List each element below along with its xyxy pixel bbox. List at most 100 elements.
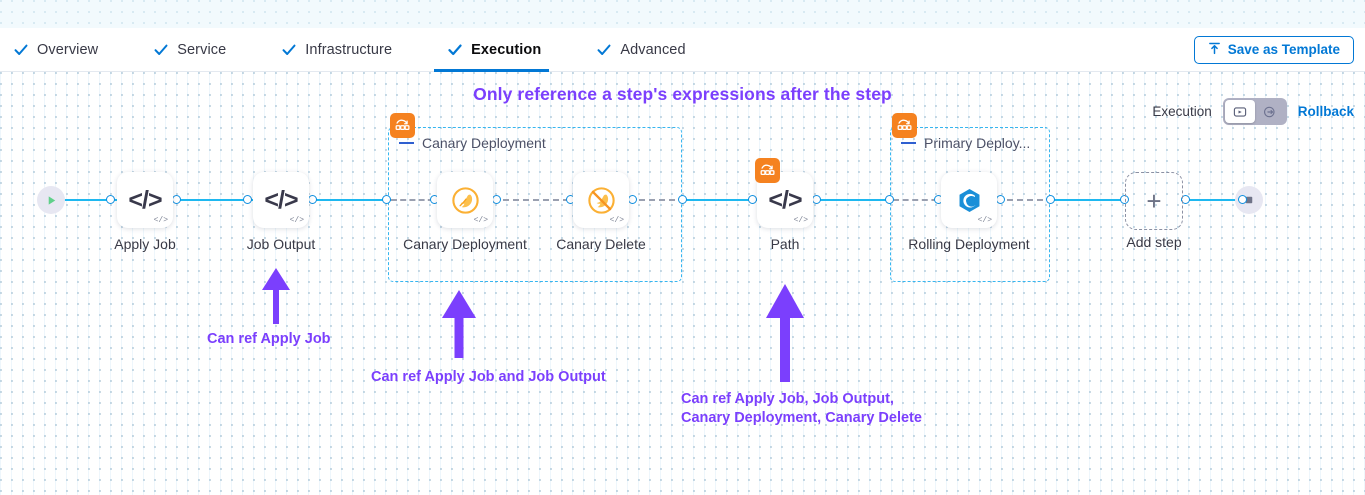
tab-label: Infrastructure	[305, 42, 393, 58]
tab-infrastructure[interactable]: Infrastructure	[282, 28, 412, 72]
group-title-primary: Primary Deploy...	[901, 135, 1030, 151]
connector-dot[interactable]	[996, 195, 1005, 204]
edge-rolling-in	[893, 199, 947, 201]
edge-canarygroup-path	[681, 199, 761, 201]
group-label: Primary Deploy...	[924, 135, 1031, 151]
tab-bar: Overview Service Infrastructure Executio…	[0, 28, 1365, 72]
node-label: Rolling Deployment	[908, 236, 1030, 252]
edge-canary-in	[391, 199, 443, 201]
node-card[interactable]: </> </>	[253, 172, 309, 228]
group-label: Canary Deployment	[422, 135, 546, 151]
check-icon	[14, 43, 28, 57]
tab-list: Overview Service Infrastructure Executio…	[14, 28, 742, 72]
pipeline-canvas[interactable]: Only reference a step's expressions afte…	[0, 72, 1365, 495]
node-path[interactable]: </> </> Path	[755, 158, 813, 252]
node-canary-deployment[interactable]: </> Canary Deployment	[403, 172, 527, 252]
check-icon	[448, 43, 462, 57]
connector-dot[interactable]	[106, 195, 115, 204]
connector-dot[interactable]	[678, 195, 687, 204]
node-rolling-deployment[interactable]: </> Rolling Deployment	[908, 172, 1030, 252]
code-icon: </>	[768, 185, 802, 214]
connector-dot[interactable]	[812, 195, 821, 204]
pipeline-start-node[interactable]	[37, 186, 65, 214]
node-job-output[interactable]: </> </> Job Output	[247, 172, 315, 252]
collapse-dash-icon[interactable]	[399, 141, 414, 145]
edge-primarygroup-addstep	[1049, 199, 1127, 201]
node-canary-delete[interactable]: </> Canary Delete	[556, 172, 646, 252]
connector-dot[interactable]	[172, 195, 181, 204]
edge-start-apply	[56, 199, 121, 201]
check-icon	[282, 43, 296, 57]
add-step-label: Add step	[1126, 234, 1182, 250]
node-label: Canary Delete	[556, 236, 646, 252]
stop-icon	[1245, 196, 1253, 204]
execution-label: Execution	[1152, 104, 1212, 119]
code-marker-icon: </>	[473, 216, 488, 225]
plus-icon: +	[1146, 186, 1162, 216]
tab-label: Advanced	[620, 42, 686, 58]
node-apply-job[interactable]: </> </> Apply Job	[114, 172, 176, 252]
banner-text: Only reference a step's expressions afte…	[473, 84, 892, 104]
save-as-template-label: Save as Template	[1227, 42, 1340, 57]
rolling-deployment-icon	[959, 188, 979, 212]
execution-view-button[interactable]	[1224, 100, 1255, 123]
node-card[interactable]: </>	[573, 172, 629, 228]
annotation-arrow-3	[766, 284, 804, 382]
edge-delete-out	[629, 199, 685, 201]
play-box-icon	[1233, 106, 1246, 117]
node-card[interactable]: </> </>	[117, 172, 173, 228]
connector-dot[interactable]	[1120, 195, 1129, 204]
node-label: Path	[770, 236, 800, 252]
check-icon	[597, 43, 611, 57]
execution-rollback-segmented-control[interactable]	[1222, 98, 1287, 125]
collapse-dash-icon[interactable]	[901, 141, 916, 145]
node-card[interactable]: </>	[437, 172, 493, 228]
tab-advanced[interactable]: Advanced	[597, 28, 705, 72]
code-marker-icon: </>	[289, 216, 304, 225]
connector-dot[interactable]	[308, 195, 317, 204]
edge-path-primarygroup	[813, 199, 895, 201]
code-marker-icon: </>	[609, 216, 624, 225]
connector-dot[interactable]	[1181, 195, 1190, 204]
connector-dot[interactable]	[1046, 195, 1055, 204]
rollback-badge-icon	[390, 113, 415, 138]
execution-toggle-group: Execution Rollback	[1152, 98, 1354, 125]
tab-overview[interactable]: Overview	[14, 28, 118, 72]
tab-label: Execution	[471, 42, 542, 58]
rollback-badge-icon	[892, 113, 917, 138]
node-label: Job Output	[246, 236, 316, 252]
node-card[interactable]: </>	[941, 172, 997, 228]
canary-bird-icon	[451, 186, 479, 214]
top-background-strip	[0, 0, 1365, 28]
rollback-badge-icon	[755, 158, 780, 183]
connector-dot[interactable]	[382, 195, 391, 204]
code-marker-icon: </>	[793, 216, 808, 225]
connector-dot[interactable]	[748, 195, 757, 204]
canary-delete-icon	[587, 186, 615, 214]
connector-dot[interactable]	[243, 195, 252, 204]
connector-dot[interactable]	[1238, 195, 1247, 204]
annotation-text-3: Can ref Apply Job, Job Output, Canary De…	[681, 391, 922, 426]
code-marker-icon: </>	[977, 216, 992, 225]
group-primary-deployment[interactable]: Primary Deploy...	[890, 127, 1050, 282]
tab-label: Service	[177, 42, 227, 58]
edge-rolling-out	[997, 199, 1053, 201]
connector-dot[interactable]	[492, 195, 501, 204]
edge-apply-joboutput	[173, 199, 258, 201]
edge-joboutput-canarygroup	[309, 199, 393, 201]
node-label: Canary Deployment	[403, 236, 527, 252]
add-step-button[interactable]: +	[1125, 172, 1183, 230]
rollback-view-button[interactable]	[1255, 100, 1285, 123]
connector-dot[interactable]	[885, 195, 894, 204]
annotation-arrow-1	[262, 268, 290, 324]
connector-dot[interactable]	[628, 195, 637, 204]
tab-label: Overview	[37, 42, 99, 58]
tab-service[interactable]: Service	[154, 28, 246, 72]
annotation-arrow-2	[442, 290, 476, 358]
group-canary-deployment[interactable]: Canary Deployment	[388, 127, 682, 282]
code-marker-icon: </>	[153, 216, 168, 225]
rollback-link[interactable]: Rollback	[1297, 104, 1354, 119]
tab-execution[interactable]: Execution	[434, 28, 561, 72]
edge-addstep-end	[1181, 199, 1239, 201]
save-as-template-button[interactable]: Save as Template	[1193, 35, 1354, 64]
